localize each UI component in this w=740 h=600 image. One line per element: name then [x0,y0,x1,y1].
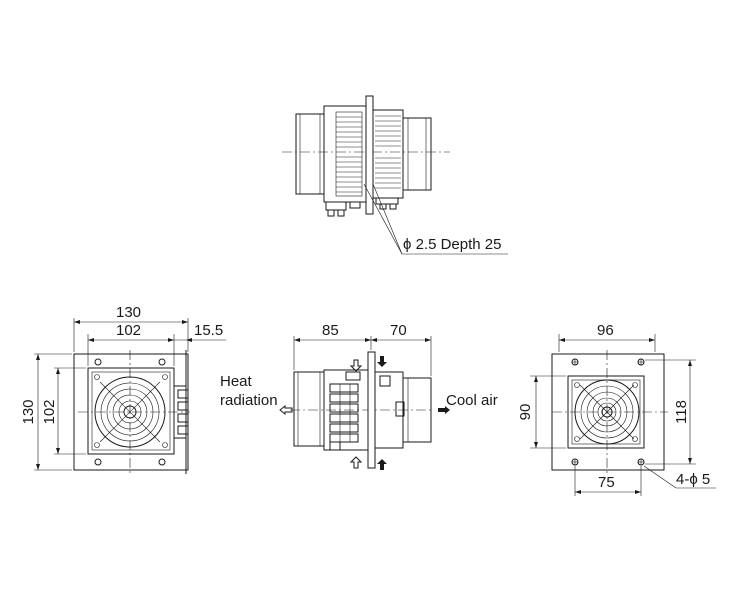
heat-out-arrow [279,404,293,416]
mounting-plate [365,95,374,215]
left-heatsink [323,105,367,203]
terminal-rows [329,371,361,451]
right-heatsink [372,109,404,199]
front-view: 130 102 15.5 130 102 [20,304,226,476]
side-right-cylinder [402,377,432,443]
front-width-inner: 102 [116,322,141,339]
side-view: 85 70 Heat radiation Cool air [220,322,498,470]
bottom-terminals [325,197,399,217]
heat-in-arrow-top [349,359,363,372]
front-terminals [173,350,189,474]
rear-hole-callout: 4-ϕ 5 [676,471,710,488]
right-cylinder [402,117,432,191]
top-hole-leader [363,183,508,255]
cool-air-label: Cool air [446,392,498,409]
mount-hole [94,358,102,366]
rear-fan-guard [574,379,640,445]
cool-in-arrow-top [377,356,387,367]
mount-hole [94,458,102,466]
front-height-outer: 130 [20,399,37,424]
side-right-depth: 70 [390,322,407,339]
fan-guard [94,376,166,448]
rear-mount-holes [571,358,645,466]
side-left-depth: 85 [322,322,339,339]
rear-height-right: 118 [673,400,690,424]
front-plate [73,353,189,471]
left-fins [336,116,362,193]
mount-hole [158,458,166,466]
rear-width-bottom: 75 [598,474,615,491]
rear-width-top: 96 [597,322,614,339]
side-mounting-plate [367,351,376,469]
heat-radiation-label-1: Heat [220,373,253,390]
rear-plate [551,353,665,471]
airflow-arrows [279,356,450,470]
side-left-cylinder [293,371,325,447]
right-fins [375,115,401,189]
heat-radiation-label-2: radiation [220,392,278,409]
rear-view: 96 75 90 118 4-ϕ 5 [517,322,716,496]
front-height-inner: 102 [41,399,58,424]
cool-out-arrow [438,406,450,414]
front-width-outer: 130 [116,304,141,321]
rear-height-left: 90 [517,404,534,421]
mount-hole [158,358,166,366]
top-view: ϕ 2.5 Depth 25 [282,95,508,255]
rear-hole-leader [643,465,677,489]
front-depth-offset: 15.5 [194,322,223,339]
top-hole-callout: ϕ 2.5 Depth 25 [403,236,501,253]
cool-in-arrow-bottom [377,459,387,470]
heat-in-arrow-bottom [349,456,363,469]
rear-fan-frame [567,375,645,449]
